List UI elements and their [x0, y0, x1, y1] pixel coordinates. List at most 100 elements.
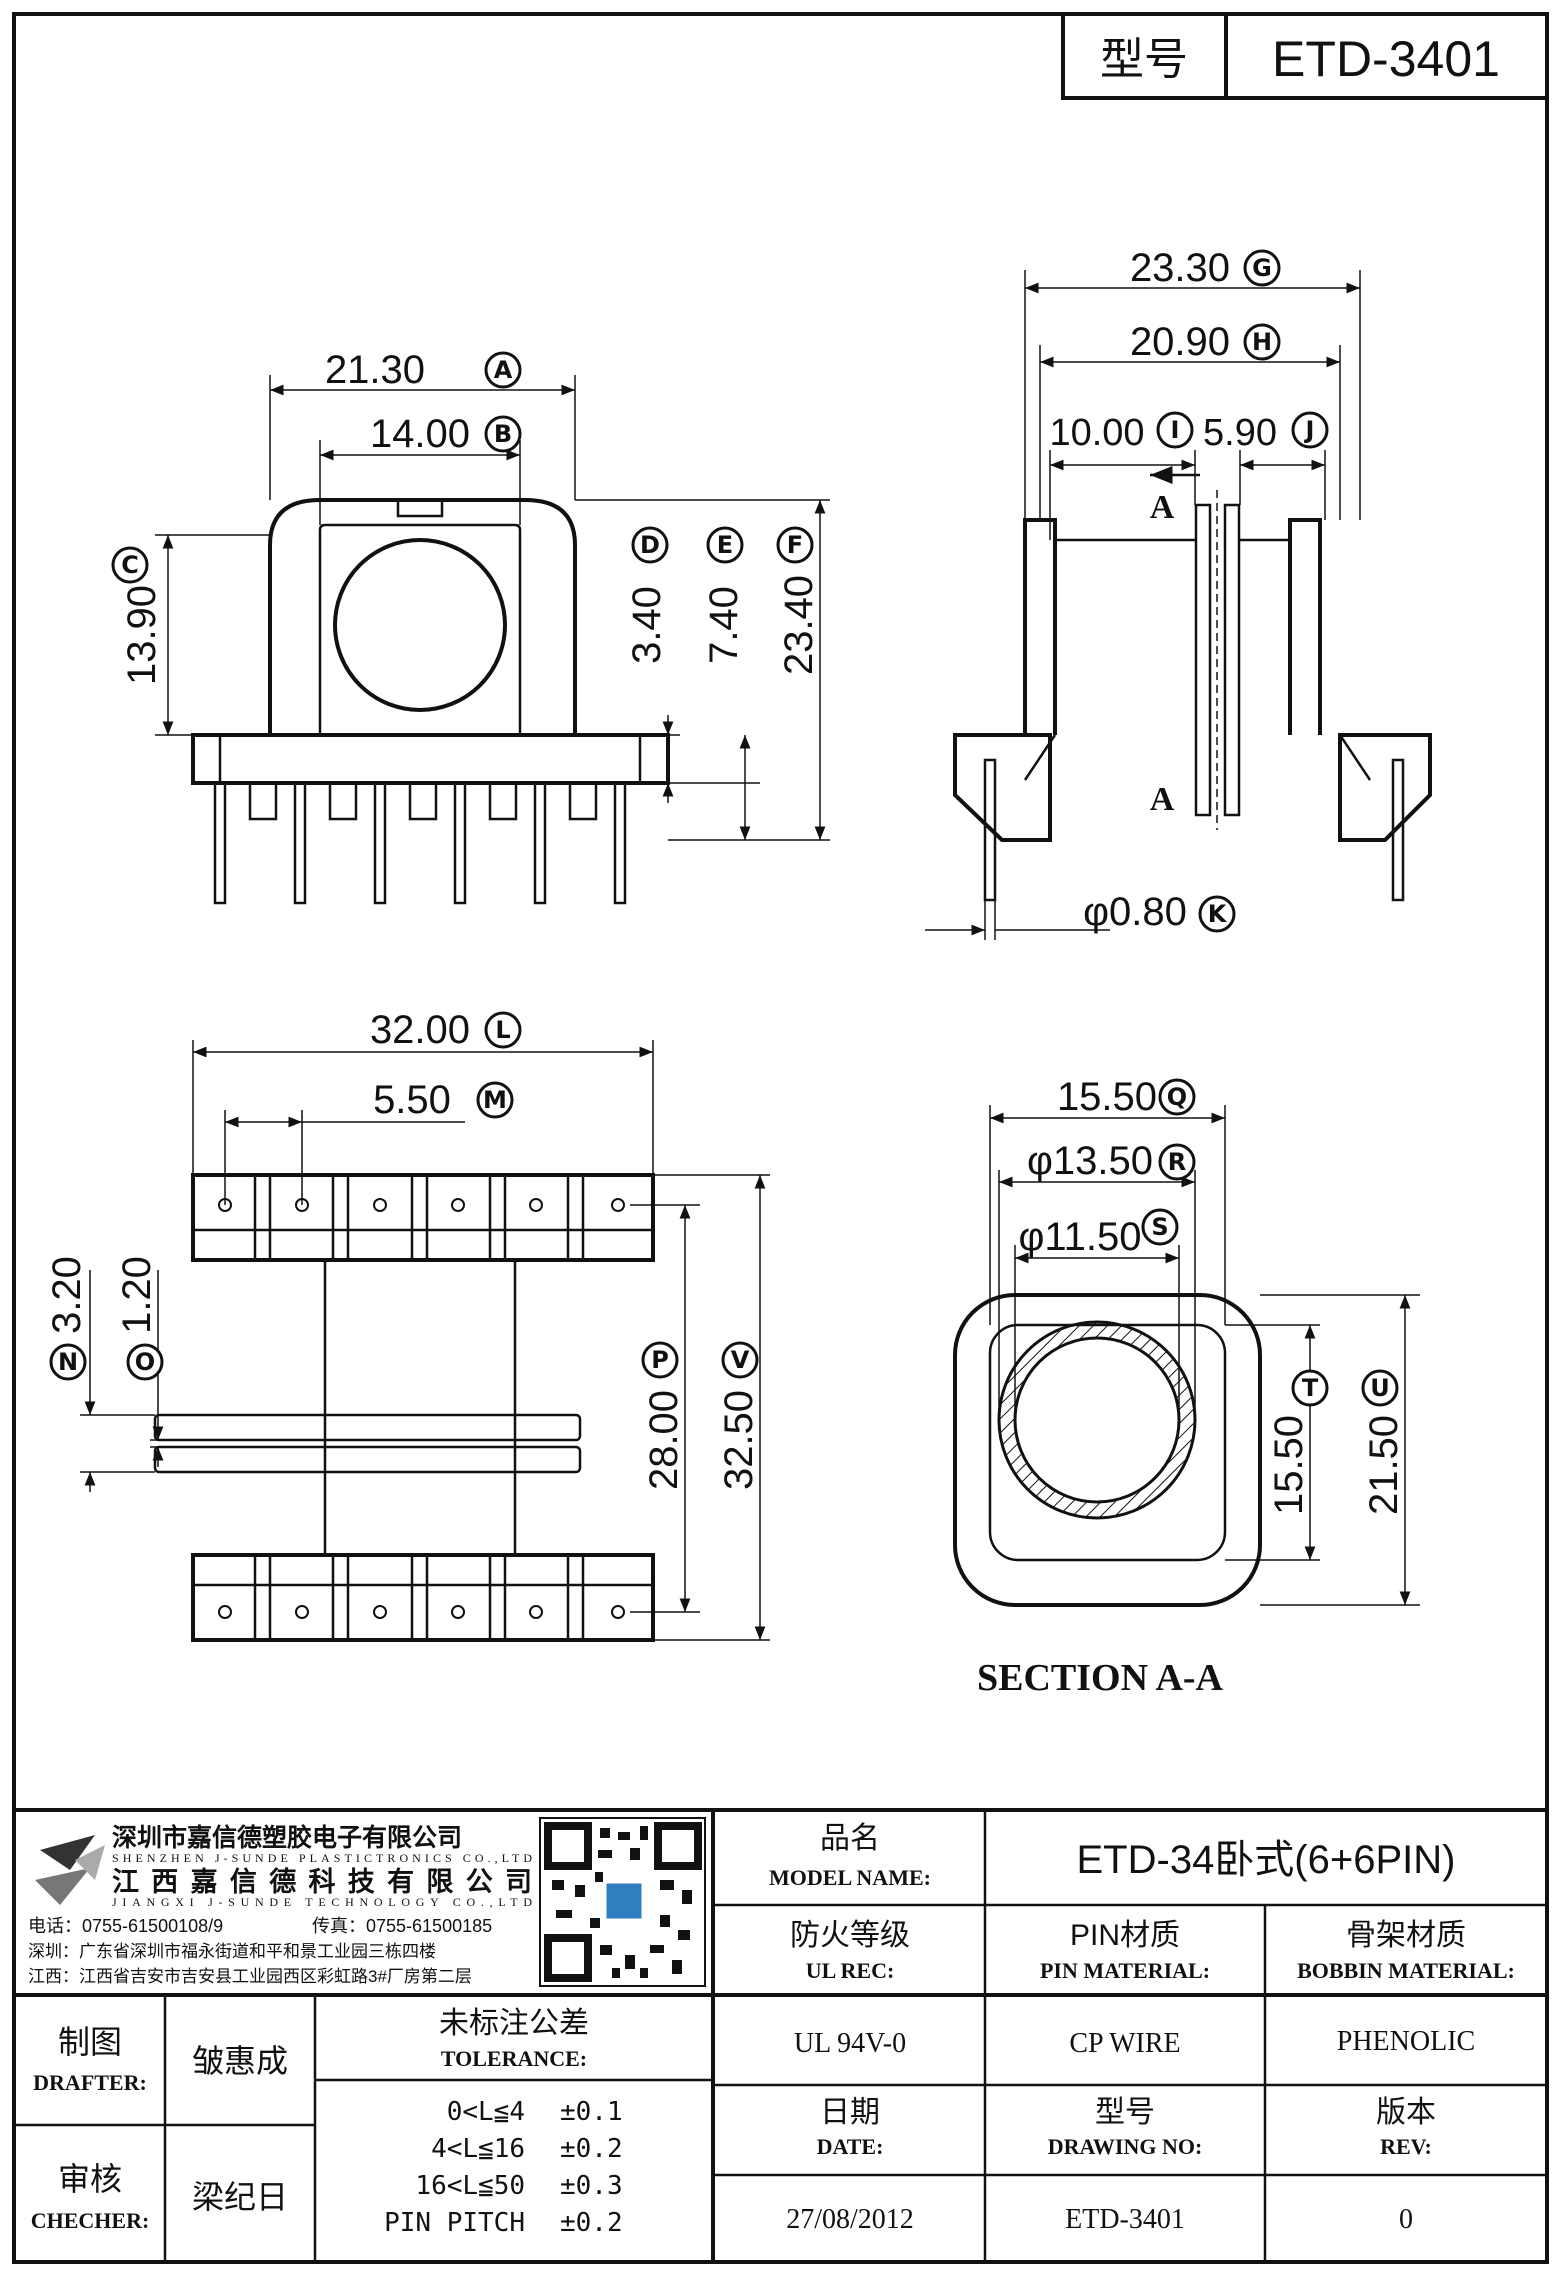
company-name-cn-1: 深圳市嘉信德塑胶电子有限公司 — [112, 1823, 462, 1852]
company-addr-sz: 深圳：广东省深圳市福永街道和平和景工业园三栋四楼 — [28, 1942, 436, 1961]
svg-text:O: O — [135, 1348, 155, 1376]
dim-g-tag: G — [1243, 249, 1281, 287]
top-view — [80, 1040, 770, 1642]
dim-l-tag: L — [484, 1011, 522, 1049]
svg-text:R: R — [1168, 1148, 1186, 1176]
bobbin-material-value: PHENOLIC — [1337, 2026, 1475, 2057]
tolerance-table: 0<L≦4 ±0.1 4<L≦16 ±0.2 16<L≦50 ±0.3 PIN … — [384, 2097, 623, 2238]
dim-d-value: 3.40 — [625, 586, 669, 664]
svg-text:C: C — [121, 551, 139, 579]
tolerance-value: ±0.2 — [560, 2134, 623, 2164]
dim-p-value: 28.00 — [642, 1390, 686, 1490]
dim-j-value: 5.90 — [1203, 412, 1277, 454]
svg-text:S: S — [1151, 1213, 1168, 1241]
dim-g-value: 23.30 — [1130, 246, 1230, 290]
dim-a-tag: A — [484, 351, 522, 389]
title-block: 深圳市嘉信德塑胶电子有限公司 SHENZHEN J-SUNDE PLASTICT… — [12, 1808, 1549, 2264]
pin-material-en: PIN MATERIAL: — [1040, 1958, 1210, 1983]
dim-h-value: 20.90 — [1130, 320, 1230, 364]
company-name-en-1: SHENZHEN J-SUNDE PLASTICTRONICS CO.,LTD — [112, 1851, 532, 1865]
dim-s-value: φ11.50 — [1018, 1215, 1141, 1259]
date-value: 27/08/2012 — [786, 2204, 914, 2235]
model-name-value: ETD-34卧式(6+6PIN) — [1077, 1838, 1456, 1882]
dim-u-tag: U — [1361, 1369, 1399, 1407]
pin-material-value: CP WIRE — [1069, 2028, 1180, 2059]
checker-name: 梁纪日 — [192, 2179, 288, 2215]
sheet-border — [12, 12, 1549, 2264]
rev-value: 0 — [1399, 2204, 1413, 2235]
model-name-cn: 品名 — [820, 1822, 880, 1855]
dim-b-tag: B — [484, 415, 522, 453]
tolerance-range: PIN PITCH — [384, 2208, 525, 2238]
dim-o-value: 1.20 — [115, 1256, 159, 1334]
tolerance-value: ±0.1 — [560, 2097, 623, 2127]
section-view: SECTION A-A — [953, 1105, 1420, 1699]
tolerance-value: ±0.2 — [560, 2208, 623, 2238]
svg-text:L: L — [495, 1016, 510, 1044]
svg-text:E: E — [717, 531, 733, 559]
header-value: ETD-3401 — [1272, 31, 1500, 87]
pin-material-cn: PIN材质 — [1070, 1919, 1180, 1952]
dim-h-tag: H — [1243, 323, 1281, 361]
company-tel: 电话：0755-61500108/9 — [28, 1916, 223, 1936]
header-model-box: 型号 ETD-3401 — [1061, 12, 1549, 100]
dim-c-tag: C — [111, 546, 149, 584]
company-logo — [35, 1835, 105, 1905]
svg-text:N: N — [58, 1348, 78, 1376]
dim-f-value: 23.40 — [777, 575, 821, 675]
svg-text:I: I — [1171, 416, 1180, 444]
dim-n-tag: N — [49, 1343, 87, 1381]
svg-text:H: H — [1252, 328, 1272, 356]
dim-q-value: 15.50 — [1057, 1075, 1157, 1119]
svg-text:Q: Q — [1167, 1083, 1187, 1111]
dim-p-tag: P — [641, 1341, 679, 1379]
svg-text:K: K — [1208, 900, 1228, 928]
tolerance-range: 16<L≦50 — [415, 2171, 525, 2201]
dim-r-tag: R — [1158, 1143, 1196, 1181]
drafter-en: DRAFTER: — [33, 2070, 147, 2095]
dim-u-value: 21.50 — [1362, 1415, 1406, 1515]
dim-k-tag: K — [1198, 895, 1236, 933]
drawing-no-cn: 型号 — [1095, 2096, 1155, 2129]
company-fax: 传真：0755-61500185 — [312, 1916, 492, 1936]
svg-text:P: P — [651, 1346, 669, 1374]
dim-o-tag: O — [126, 1343, 164, 1381]
tolerance-cn: 未标注公差 — [439, 2007, 589, 2040]
dimension-labels: 21.30 14.00 23.30 20.90 10.00 5.90 φ0.80… — [45, 246, 1406, 1515]
dim-j-tag: J — [1291, 411, 1329, 449]
section-marker-top: A — [1150, 489, 1175, 526]
dim-m-value: 5.50 — [373, 1078, 451, 1122]
svg-text:J: J — [1304, 416, 1315, 444]
section-marker-bottom: A — [1150, 781, 1175, 818]
dim-t-tag: T — [1291, 1369, 1329, 1407]
dim-e-tag: E — [706, 526, 744, 564]
svg-text:A: A — [494, 356, 513, 384]
dim-v-value: 32.50 — [717, 1390, 761, 1490]
svg-text:M: M — [483, 1086, 507, 1114]
dim-t-value: 15.50 — [1267, 1415, 1311, 1515]
tolerance-value: ±0.3 — [560, 2171, 623, 2201]
drafter-cn: 制图 — [58, 2024, 122, 2060]
dim-r-value: φ13.50 — [1027, 1139, 1153, 1183]
bobbin-material-en: BOBBIN MATERIAL: — [1297, 1958, 1515, 1983]
bobbin-material-cn: 骨架材质 — [1346, 1919, 1466, 1952]
ul-cn: 防火等级 — [790, 1919, 910, 1952]
dim-v-tag: V — [721, 1341, 759, 1379]
checker-en: CHECHER: — [31, 2208, 150, 2233]
tolerance-range: 0<L≦4 — [447, 2097, 525, 2127]
svg-text:F: F — [787, 531, 803, 559]
header-label: 型号 — [1100, 35, 1188, 84]
dim-s-tag: S — [1141, 1208, 1179, 1246]
svg-text:B: B — [494, 420, 512, 448]
front-view — [155, 375, 830, 905]
ul-value: UL 94V-0 — [794, 2028, 906, 2059]
dim-e-value: 7.40 — [702, 586, 746, 664]
dim-l-value: 32.00 — [370, 1008, 470, 1052]
dim-d-tag: D — [631, 526, 669, 564]
dim-a-value: 21.30 — [325, 348, 425, 392]
side-view: A A — [925, 270, 1432, 940]
svg-text:T: T — [1302, 1374, 1319, 1402]
dim-m-tag: M — [476, 1081, 514, 1119]
dim-c-value: 13.90 — [120, 585, 164, 685]
